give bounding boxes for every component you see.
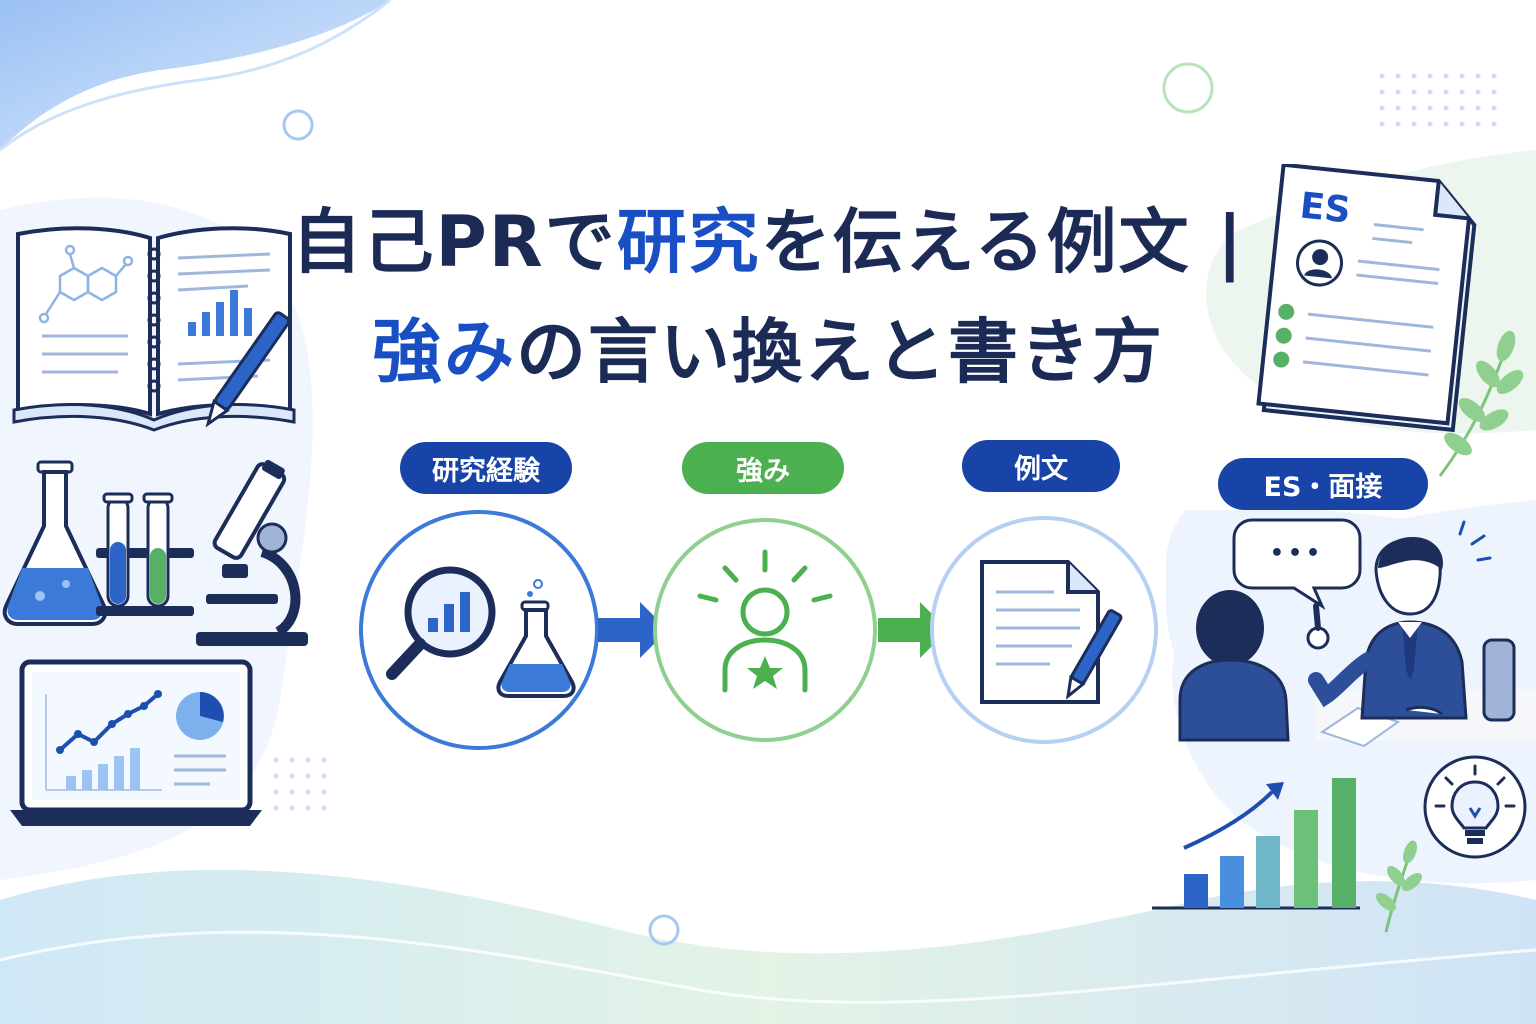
star-icon [747,656,783,689]
step-label-strength: 強み [736,455,790,487]
step-pill-es-interview: ES・面接 [1218,458,1428,510]
flask-icon [2,460,108,626]
dot-grid-right [1379,73,1497,127]
step-pill-research: 研究経験 [400,442,572,494]
strength-circle [653,518,877,742]
speech-bubble-icon [1232,518,1362,610]
leaf-icon [1438,330,1524,477]
step-pill-example: 例文 [962,440,1120,492]
small-flask-icon [496,579,576,698]
top-left-wave [0,0,390,150]
step-label-research: 研究経験 [432,455,540,487]
flow-diagram [359,510,1158,750]
emphasis-lines-icon [1458,520,1492,562]
laptop-icon [10,659,262,826]
deco-circle-green [1162,62,1214,114]
step-pill-strength: 強み [682,442,844,494]
microscope-icon [196,459,308,646]
step-label-es-interview: ES・面接 [1263,471,1383,503]
title-line2-suffix: の言い換えと書き方 [516,311,1164,393]
interviewee-icon [1178,590,1290,742]
step-label-example: 例文 [1014,453,1068,485]
growth-chart-icon [1152,778,1360,910]
es-badge: ES [1297,185,1353,232]
arrow-2-icon [878,602,948,658]
deco-circle-blue [282,109,314,141]
arrow-1-icon [598,602,668,658]
magnifier-icon [386,566,496,680]
title-prefix: 自己PRで [291,201,617,283]
speech-bubble-text: ••• [1270,541,1324,566]
interview-scene: ••• [1166,510,1536,748]
notebook-icon [12,226,296,432]
person-star-icon [697,549,833,693]
title-suffix: を伝える例文 | [760,201,1245,283]
document-pen-icon [980,560,1123,704]
test-tubes-icon [96,492,194,616]
deco-circle-blue-bottom [648,914,680,946]
title-highlight-research: 研究 [616,201,761,283]
dot-grid-left [273,757,327,811]
title-highlight-strength: 強み [372,311,516,393]
es-document-icon [1256,164,1477,433]
small-leaf-icon [1376,840,1422,933]
headline-line-2: 強みの言い換えと書き方 [0,296,1536,397]
lightbulb-icon [1423,755,1527,859]
lab-equipment-icon [2,459,308,646]
interviewer-icon [1306,537,1516,722]
headline-line-1: 自己PRで研究を伝える例文 | [0,186,1536,287]
